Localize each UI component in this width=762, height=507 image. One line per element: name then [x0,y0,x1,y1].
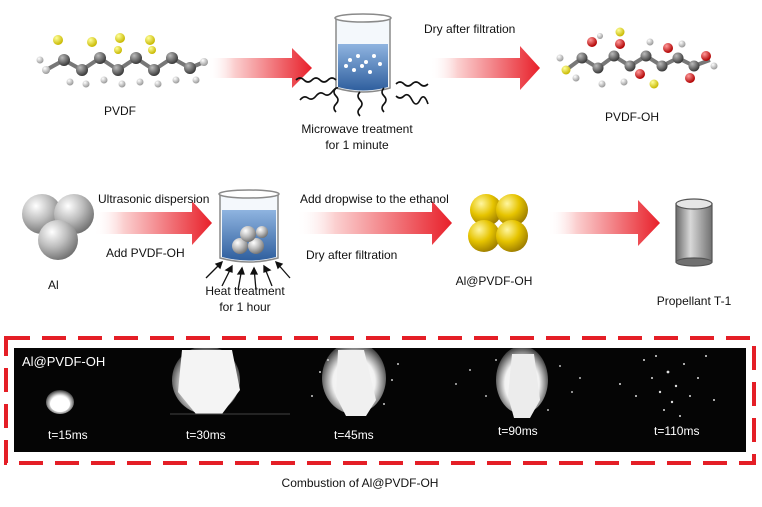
flame-frame-3 [311,342,399,416]
arrow-4 [296,201,452,245]
frame-time-5: t=110ms [654,424,700,438]
flame-frame-1 [46,390,74,414]
microwave-label-line2: for 1 minute [325,138,389,152]
arrow-2 [430,46,540,90]
dry-filtration-label-2: Dry after filtration [306,248,398,262]
combustion-strip-title: Al@PVDF-OH [22,354,106,369]
frame-time-4: t=90ms [498,424,538,438]
flame-frame-4 [455,346,581,418]
heat-treatment-label-line1: Heat treatment [205,284,285,298]
combustion-frame [4,336,756,465]
heat-beaker [205,189,291,291]
al-particles [22,194,94,260]
propellant-cylinder [675,198,713,267]
al-pvdf-oh-particles [468,194,528,252]
arrow-3 [94,201,212,245]
ultrasonic-label: Ultrasonic dispersion [98,192,210,206]
frame-time-1: t=15ms [48,428,88,442]
pvdf-oh-label: PVDF-OH [605,110,659,124]
frame-time-3: t=45ms [334,428,374,442]
pvdf-molecule [36,33,208,88]
heat-treatment-label-line2: for 1 hour [219,300,271,314]
frame-time-2: t=30ms [186,428,226,442]
arrow-5 [548,200,660,246]
dry-filtration-label-1: Dry after filtration [424,22,516,36]
combustion-caption: Combustion of Al@PVDF-OH [281,476,439,490]
propellant-label: Propellant T-1 [656,294,732,308]
dropwise-label: Add dropwise to the ethanol [300,192,449,206]
microwave-label-line1: Microwave treatment [301,122,413,136]
pvdf-label: PVDF [103,104,137,118]
microwave-beaker [295,13,429,117]
add-pvdf-oh-label: Add PVDF-OH [106,246,185,260]
arrow-1 [208,48,312,88]
flame-frame-5 [619,355,715,417]
flame-frame-2 [170,346,290,415]
al-label: Al [48,278,59,292]
pvdf-oh-molecule [556,27,718,89]
al-pvdf-oh-label: Al@PVDF-OH [455,274,533,288]
